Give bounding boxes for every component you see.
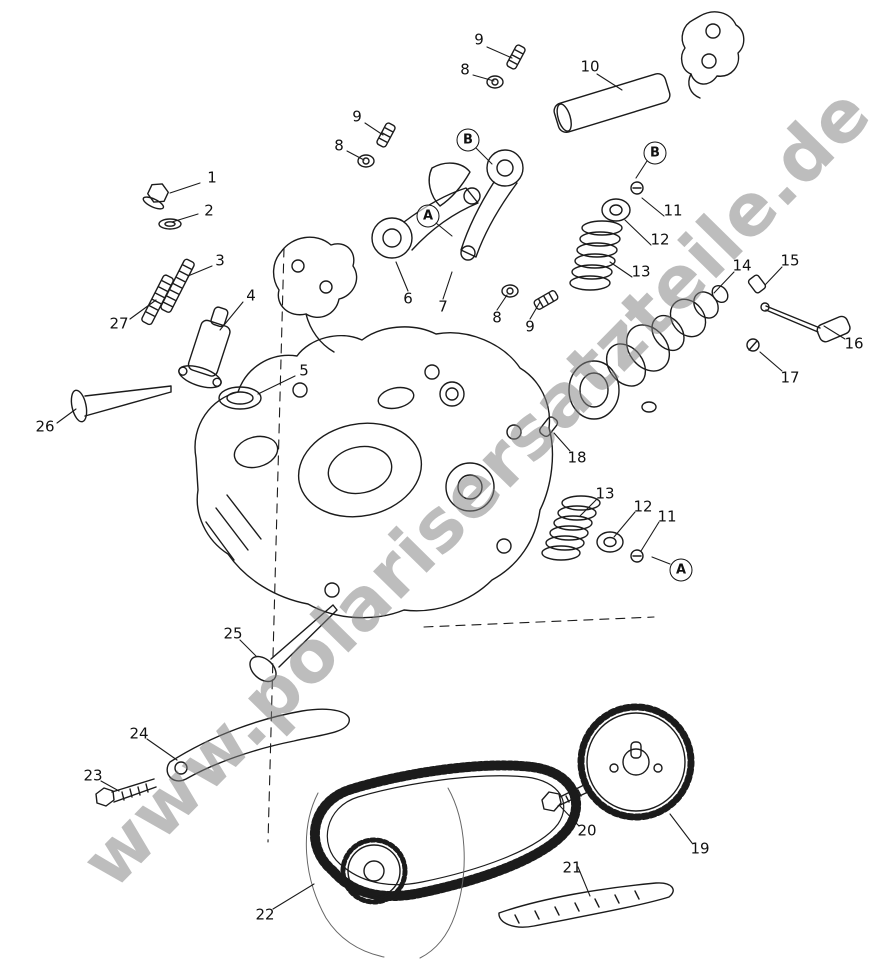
callout-13-upper: 13 — [631, 262, 651, 281]
camshaft-14 — [568, 284, 729, 420]
stud-3 — [160, 258, 195, 313]
callout-11-upper: 11 — [663, 201, 683, 220]
crankcase-outline — [305, 787, 465, 959]
callout-8-mid: 8 — [334, 136, 344, 155]
screw-9-lower — [533, 290, 559, 310]
washer-2 — [158, 218, 182, 230]
clip-17 — [746, 338, 760, 352]
bolt-23 — [95, 778, 157, 807]
callout-21: 21 — [562, 858, 582, 877]
callout-1: 1 — [207, 168, 217, 187]
cam-chain-22 — [309, 760, 582, 901]
cylinder-head — [194, 326, 554, 619]
rocker-arm-7 — [428, 149, 524, 261]
callout-8-lower: 8 — [492, 308, 502, 327]
callout-19: 19 — [690, 839, 710, 858]
callout-9-mid: 9 — [352, 107, 362, 126]
callout-8-top: 8 — [460, 60, 470, 79]
nut-8-mid — [357, 154, 375, 168]
spring-13-lower — [541, 495, 601, 561]
keeper-11-lower — [630, 549, 644, 563]
callout-17: 17 — [780, 368, 800, 387]
callout-6: 6 — [403, 289, 413, 308]
circle-label-a-upper: A — [416, 204, 440, 228]
callout-27: 27 — [109, 314, 129, 333]
section-boundary-lines — [267, 247, 655, 843]
callout-5: 5 — [299, 361, 309, 380]
cam-cover-casting — [272, 236, 358, 353]
callout-7: 7 — [438, 297, 448, 316]
chain-guide-24 — [166, 708, 350, 782]
screw-9-mid — [376, 122, 396, 148]
callout-25: 25 — [223, 624, 243, 643]
callout-12-lower: 12 — [633, 497, 653, 516]
spring-13-upper — [569, 220, 623, 291]
circle-label-b-right: B — [643, 141, 667, 165]
callout-3: 3 — [215, 251, 225, 270]
callout-10: 10 — [580, 57, 600, 76]
tensioner-4 — [178, 306, 231, 389]
tool-16 — [760, 302, 851, 343]
callout-20: 20 — [577, 821, 597, 840]
callout-18: 18 — [567, 448, 587, 467]
stud-27 — [141, 274, 174, 326]
retainer-12-lower — [596, 531, 624, 553]
tube-10 — [553, 72, 671, 134]
callout-12-upper: 12 — [650, 230, 670, 249]
callout-16: 16 — [844, 334, 864, 353]
callout-2: 2 — [204, 201, 214, 220]
callout-26: 26 — [35, 417, 55, 436]
bolt-20 — [541, 783, 589, 812]
callout-4: 4 — [246, 286, 256, 305]
pin-15 — [747, 274, 767, 294]
callout-9-lower: 9 — [525, 317, 535, 336]
callout-14: 14 — [732, 256, 752, 275]
callout-23: 23 — [83, 766, 103, 785]
screw-9-top — [506, 44, 526, 70]
valve-26 — [70, 385, 172, 423]
gasket-5 — [218, 386, 262, 410]
valve-25 — [249, 604, 338, 683]
callout-15: 15 — [780, 251, 800, 270]
nut-8-top — [486, 75, 504, 89]
bolt-1 — [142, 183, 169, 210]
callout-24: 24 — [129, 724, 149, 743]
callout-13-lower: 13 — [595, 484, 615, 503]
pin-18 — [539, 416, 559, 438]
circle-label-a-lower: A — [669, 558, 693, 582]
crank-sprocket — [340, 837, 408, 905]
leader-lines — [56, 46, 846, 910]
chain-guide-21 — [498, 882, 674, 928]
callout-9-top: 9 — [474, 30, 484, 49]
nut-8-lower — [501, 284, 519, 298]
circle-label-b-left: B — [456, 128, 480, 152]
sprocket-19 — [577, 703, 695, 821]
retainer-12-upper — [601, 198, 631, 222]
bracket-casting — [680, 11, 745, 99]
callout-22: 22 — [255, 905, 275, 924]
callout-11-lower: 11 — [657, 507, 677, 526]
keeper-11-upper — [630, 181, 644, 195]
